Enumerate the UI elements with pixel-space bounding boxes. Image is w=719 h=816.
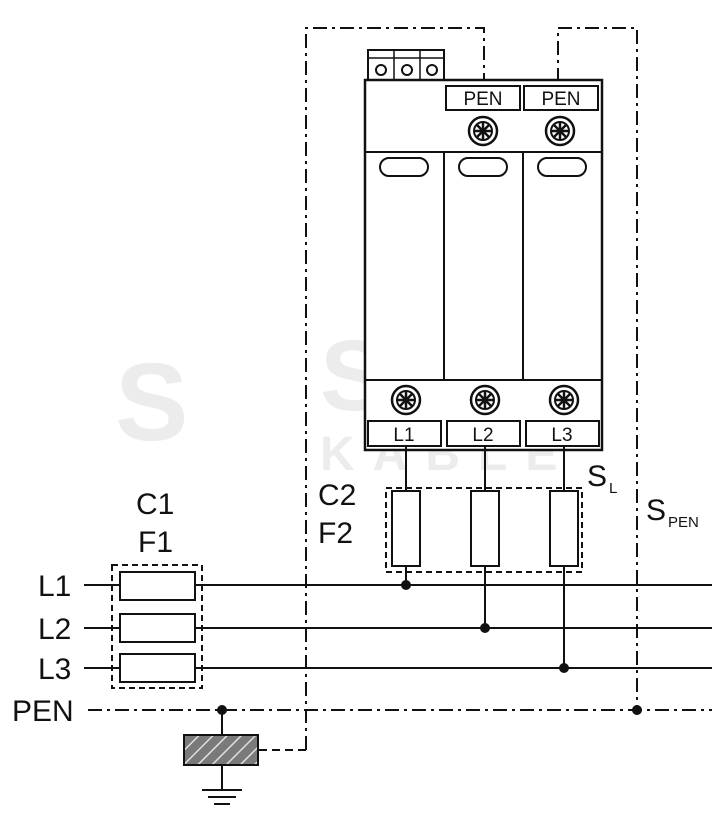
fuse-f1-label-c1: C1	[136, 488, 174, 521]
junction-l1	[401, 580, 411, 590]
terminal-l2: L2	[446, 420, 521, 447]
module-window-3	[537, 157, 587, 177]
label-s-l: S L	[587, 460, 617, 497]
earthing-resistor	[183, 734, 259, 766]
fuse-f1-l2	[119, 613, 196, 643]
screw-l3-icon	[548, 384, 580, 416]
fuse-f1-l1	[119, 571, 196, 601]
fuse-f2-label-f2: F2	[318, 517, 353, 550]
label-s-pen-sub: PEN	[668, 514, 699, 531]
terminal-screws	[390, 115, 580, 416]
fuse-f2-l3	[549, 490, 579, 567]
label-s-l-main: S	[587, 460, 607, 493]
watermark-logo: S	[115, 341, 188, 464]
screw-pen-1-icon	[467, 115, 499, 147]
fuse-f1-label-f1: F1	[138, 526, 173, 559]
pen-terminal-1-label: PEN	[463, 89, 502, 110]
module-window-2	[458, 157, 508, 177]
fuse-f2-l2	[470, 490, 500, 567]
junction-l2	[480, 623, 490, 633]
label-s-pen: S PEN	[646, 494, 699, 531]
fuse-f1-l3	[119, 653, 196, 683]
terminal-l1: L1	[367, 420, 442, 447]
terminal-l2-label: L2	[472, 425, 493, 446]
line-label-l3: L3	[38, 653, 71, 686]
pen-terminal-2-label: PEN	[541, 89, 580, 110]
junction-pen-right	[632, 705, 642, 715]
terminal-l3: L3	[525, 420, 600, 447]
top-terminal-block	[367, 49, 445, 81]
fuse-f2-l1	[391, 490, 421, 567]
line-label-l2: L2	[38, 613, 71, 646]
pen-terminal-2: PEN	[523, 85, 599, 111]
label-s-pen-main: S	[646, 494, 666, 527]
fuse-group-f1-boundary	[111, 564, 203, 689]
fuse-f2-label-c2: C2	[318, 479, 356, 512]
screw-l2-icon	[469, 384, 501, 416]
enclosure-sl-boundary	[305, 27, 638, 750]
terminal-l1-label: L1	[393, 425, 414, 446]
ground-symbol-icon	[202, 789, 242, 805]
screw-pen-2-icon	[544, 115, 576, 147]
module-window-1	[379, 157, 429, 177]
terminal-l3-label: L3	[551, 425, 572, 446]
label-s-l-sub: L	[609, 480, 617, 497]
junction-l3	[559, 663, 569, 673]
screw-l1-icon	[390, 384, 422, 416]
line-label-pen: PEN	[12, 695, 74, 728]
line-label-l1: L1	[38, 570, 71, 603]
pen-terminal-1: PEN	[445, 85, 521, 111]
